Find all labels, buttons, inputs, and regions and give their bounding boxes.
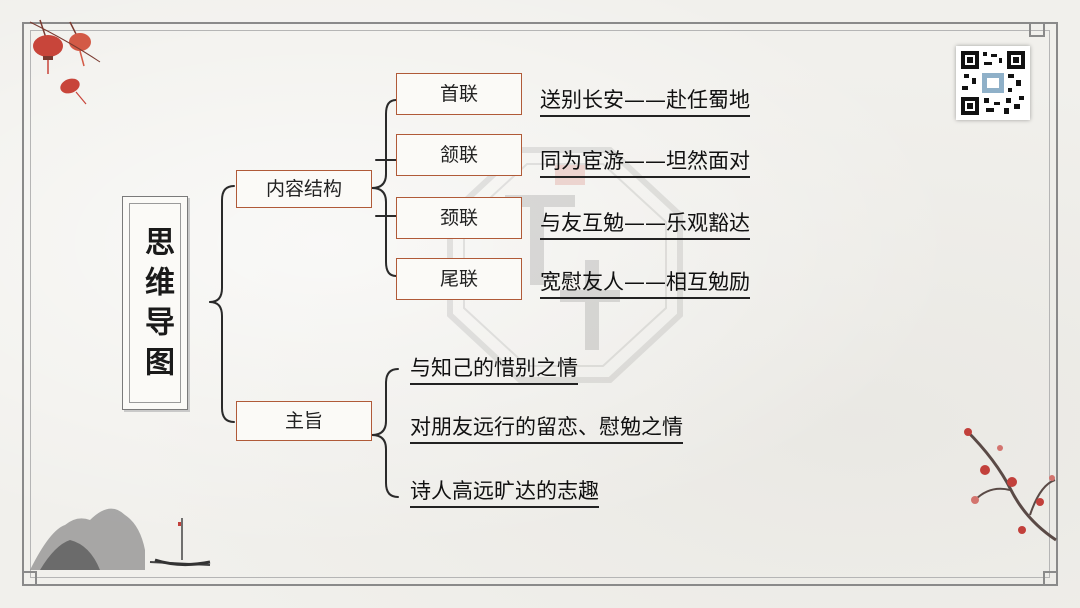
plum-blossom-branch bbox=[964, 428, 1057, 542]
stanza-node-jinglian: 颈联 bbox=[396, 197, 522, 239]
stanza-detail-shoulian: 送别长安——赴任蜀地 bbox=[540, 84, 750, 117]
root-node: 思维导图 bbox=[122, 196, 188, 410]
mindmap-title: 思维导图 bbox=[139, 226, 174, 386]
theme-item-3: 诗人高远旷达的志趣 bbox=[410, 475, 599, 508]
bracket-theme-lower bbox=[371, 434, 399, 498]
outer-frame bbox=[22, 22, 1058, 586]
stanza-node-hanlian: 颔联 bbox=[396, 134, 522, 176]
lantern-icon bbox=[29, 19, 101, 105]
theme-item-2: 对朋友远行的留恋、慰勉之情 bbox=[410, 411, 683, 444]
branch-node-content-structure: 内容结构 bbox=[236, 170, 372, 208]
bracket-root bbox=[209, 185, 235, 303]
landscape-boat-painting bbox=[30, 508, 211, 570]
bracket-root-lower bbox=[209, 301, 235, 423]
frame-corner-ornaments bbox=[22, 22, 1058, 586]
qr-code-pattern bbox=[961, 51, 1025, 115]
stanza-detail-jinglian: 与友互勉——乐观豁达 bbox=[540, 207, 750, 240]
branch-node-theme: 主旨 bbox=[236, 401, 372, 441]
stanza-node-weilian: 尾联 bbox=[396, 258, 522, 300]
theme-item-1: 与知己的惜别之情 bbox=[410, 352, 578, 385]
bracket-content-upper bbox=[371, 99, 397, 189]
stanza-detail-weilian: 宽慰友人——相互勉励 bbox=[540, 266, 750, 299]
stanza-node-shoulian: 首联 bbox=[396, 73, 522, 115]
inner-frame bbox=[30, 30, 1050, 578]
qr-code bbox=[956, 46, 1030, 120]
stanza-detail-hanlian: 同为宦游——坦然面对 bbox=[540, 145, 750, 178]
bracket-content-lower bbox=[371, 187, 397, 277]
bracket-theme-upper bbox=[371, 368, 399, 436]
